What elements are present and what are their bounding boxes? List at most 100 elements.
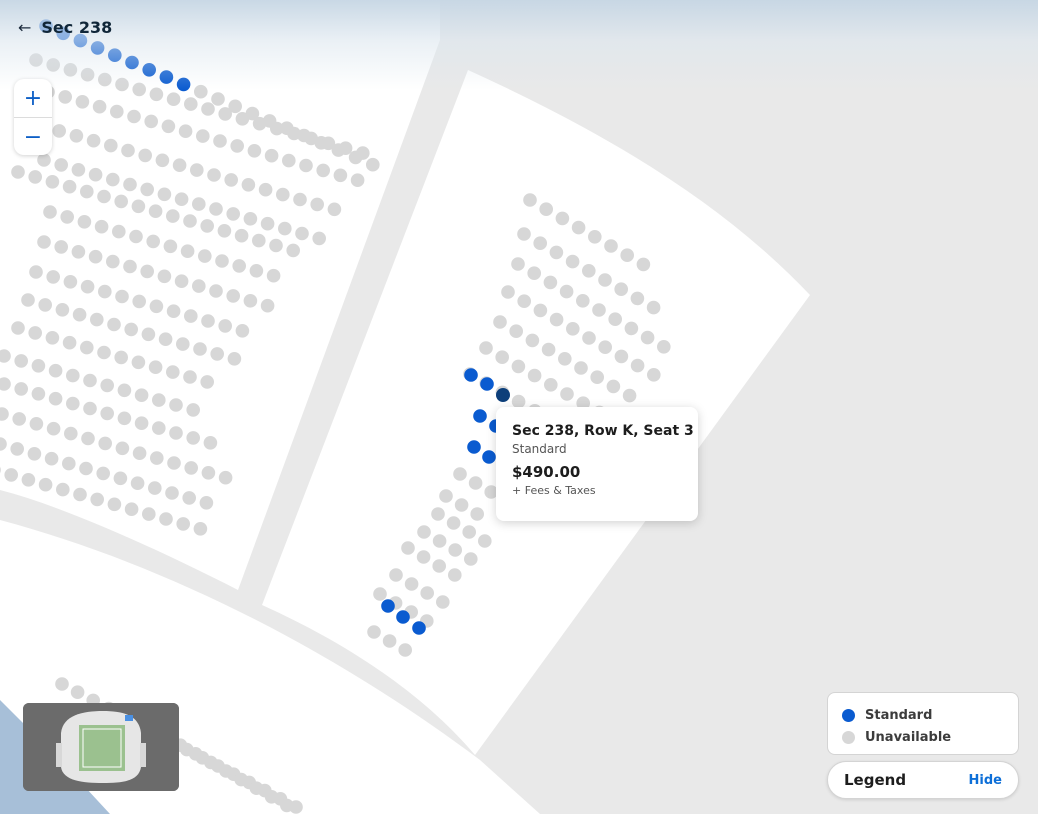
unavailable-seat[interactable] <box>468 476 483 490</box>
unavailable-seat[interactable] <box>81 431 95 446</box>
unavailable-seat[interactable] <box>439 489 453 503</box>
unavailable-seat[interactable] <box>234 772 248 787</box>
unavailable-seat[interactable] <box>209 202 223 216</box>
unavailable-seat[interactable] <box>527 368 542 383</box>
unavailable-seat[interactable] <box>60 210 74 224</box>
unavailable-seat[interactable] <box>241 178 256 192</box>
unavailable-seat[interactable] <box>149 299 164 314</box>
standard-seat[interactable] <box>381 599 395 613</box>
unavailable-seat[interactable] <box>574 361 588 375</box>
unavailable-seat[interactable] <box>166 304 181 319</box>
unavailable-seat[interactable] <box>201 314 215 328</box>
unavailable-seat[interactable] <box>92 99 107 114</box>
unavailable-seat[interactable] <box>152 393 166 407</box>
unavailable-seat[interactable] <box>431 507 445 521</box>
unavailable-seat[interactable] <box>150 451 164 465</box>
unavailable-seat[interactable] <box>582 264 596 278</box>
unavailable-seat[interactable] <box>640 330 655 345</box>
unavailable-seat[interactable] <box>124 322 138 337</box>
zoom-out-button[interactable]: − <box>14 117 52 155</box>
unavailable-seat[interactable] <box>193 522 208 536</box>
unavailable-seat[interactable] <box>134 388 149 403</box>
unavailable-seat[interactable] <box>260 216 275 231</box>
unavailable-seat[interactable] <box>366 157 380 172</box>
unavailable-seat[interactable] <box>448 568 462 582</box>
unavailable-seat[interactable] <box>148 360 163 375</box>
unavailable-seat[interactable] <box>73 487 87 502</box>
unavailable-seat[interactable] <box>226 207 240 221</box>
unavailable-seat[interactable] <box>63 63 78 77</box>
unavailable-seat[interactable] <box>140 264 154 279</box>
unavailable-seat[interactable] <box>158 332 173 347</box>
unavailable-seat[interactable] <box>106 172 120 187</box>
unavailable-seat[interactable] <box>620 248 634 262</box>
unavailable-seat[interactable] <box>183 214 197 228</box>
unavailable-seat[interactable] <box>232 259 246 273</box>
unavailable-seat[interactable] <box>163 239 178 254</box>
unavailable-seat[interactable] <box>97 189 111 204</box>
unavailable-seat[interactable] <box>630 291 645 306</box>
unavailable-seat[interactable] <box>100 378 114 393</box>
unavailable-seat[interactable] <box>382 634 397 648</box>
unavailable-seat[interactable] <box>646 300 661 315</box>
unavailable-seat[interactable] <box>517 294 531 309</box>
unavailable-seat[interactable] <box>127 109 141 124</box>
unavailable-seat[interactable] <box>21 293 35 307</box>
unavailable-seat[interactable] <box>12 412 26 426</box>
unavailable-seat[interactable] <box>484 485 499 499</box>
unavailable-seat[interactable] <box>373 587 387 601</box>
unavailable-seat[interactable] <box>149 87 164 102</box>
unavailable-seat[interactable] <box>46 270 60 284</box>
standard-seat[interactable] <box>142 63 156 77</box>
unavailable-seat[interactable] <box>624 321 639 336</box>
unavailable-seat[interactable] <box>141 327 156 342</box>
unavailable-seat[interactable] <box>29 417 44 431</box>
unavailable-seat[interactable] <box>235 112 250 126</box>
unavailable-seat[interactable] <box>182 491 196 505</box>
standard-seat[interactable] <box>464 368 478 382</box>
unavailable-seat[interactable] <box>0 377 11 391</box>
unavailable-seat[interactable] <box>100 406 114 421</box>
unavailable-seat[interactable] <box>134 416 149 431</box>
unavailable-seat[interactable] <box>98 284 112 299</box>
unavailable-seat[interactable] <box>31 387 46 401</box>
unavailable-seat[interactable] <box>11 321 25 335</box>
unavailable-seat[interactable] <box>266 268 281 283</box>
unavailable-seat[interactable] <box>636 257 651 272</box>
unavailable-seat[interactable] <box>71 163 86 177</box>
unavailable-seat[interactable] <box>157 269 172 284</box>
unavailable-seat[interactable] <box>295 226 309 241</box>
unavailable-seat[interactable] <box>176 517 190 531</box>
unavailable-seat[interactable] <box>28 170 42 184</box>
unavailable-seat[interactable] <box>245 106 260 121</box>
unavailable-seat[interactable] <box>169 398 183 412</box>
unavailable-seat[interactable] <box>161 119 176 134</box>
unavailable-seat[interactable] <box>129 229 143 244</box>
standard-seat[interactable] <box>482 450 496 464</box>
unavailable-seat[interactable] <box>243 212 258 226</box>
unavailable-seat[interactable] <box>66 368 80 383</box>
unavailable-seat[interactable] <box>286 243 301 258</box>
unavailable-seat[interactable] <box>121 143 135 158</box>
unavailable-seat[interactable] <box>114 194 128 209</box>
unavailable-seat[interactable] <box>193 342 207 356</box>
standard-seat[interactable] <box>467 440 481 454</box>
unavailable-seat[interactable] <box>144 114 158 129</box>
unavailable-seat[interactable] <box>224 173 238 187</box>
standard-seat[interactable] <box>473 409 487 423</box>
unavailable-seat[interactable] <box>199 496 214 510</box>
unavailable-seat[interactable] <box>215 254 229 268</box>
unavailable-seat[interactable] <box>560 387 574 401</box>
unavailable-seat[interactable] <box>169 426 183 440</box>
unavailable-seat[interactable] <box>132 82 146 97</box>
unavailable-seat[interactable] <box>56 482 70 497</box>
unavailable-seat[interactable] <box>114 350 128 365</box>
unavailable-seat[interactable] <box>356 146 370 160</box>
unavailable-seat[interactable] <box>180 244 195 258</box>
unavailable-seat[interactable] <box>201 466 216 480</box>
unavailable-seat[interactable] <box>71 245 86 259</box>
unavailable-seat[interactable] <box>592 303 606 317</box>
unavailable-seat[interactable] <box>614 282 628 297</box>
unavailable-seat[interactable] <box>511 359 526 374</box>
unavailable-seat[interactable] <box>389 568 403 582</box>
